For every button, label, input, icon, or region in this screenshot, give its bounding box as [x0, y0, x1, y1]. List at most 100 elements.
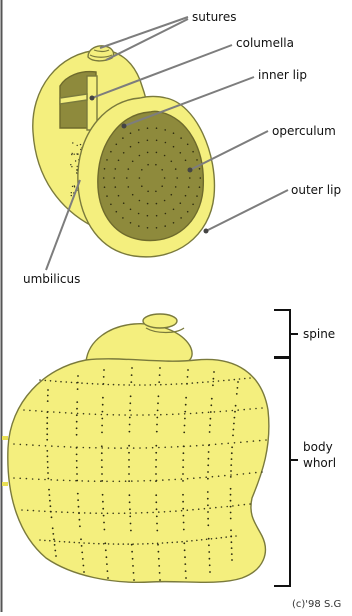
spiral-band-dot — [249, 472, 251, 474]
spiral-band-dot — [206, 539, 208, 541]
spiral-band-dot — [66, 381, 68, 383]
growth-line-dot — [50, 511, 52, 513]
growth-line-dot — [106, 556, 108, 558]
spiral-band-dot — [178, 413, 180, 415]
growth-line-dot — [147, 152, 149, 154]
growth-line-dot — [76, 408, 78, 410]
growth-line-dot — [76, 447, 78, 449]
growth-line-dot — [101, 459, 103, 461]
growth-line-dot — [132, 558, 134, 560]
growth-line-dot — [77, 499, 79, 501]
spiral-band-dot — [134, 384, 136, 386]
growth-line-dot — [103, 177, 105, 179]
spiral-band-dot — [196, 445, 198, 447]
growth-line-dot — [129, 424, 131, 426]
spiral-band-dot — [142, 414, 144, 416]
spiral-band-dot — [44, 511, 46, 513]
growth-line-dot — [233, 429, 235, 431]
spiral-band-dot — [81, 480, 83, 482]
growth-line-dot — [47, 478, 49, 480]
spiral-band-dot — [118, 543, 120, 545]
growth-line-dot — [207, 464, 209, 466]
spiral-band-dot — [261, 471, 263, 473]
spiral-band-dot — [154, 414, 156, 416]
spiral-band-dot — [234, 442, 236, 444]
growth-line-dot — [129, 516, 131, 518]
growth-line-dot — [128, 459, 130, 461]
spiral-band-dot — [108, 384, 110, 386]
spiral-band-dot — [139, 447, 141, 449]
growth-line-dot — [173, 132, 175, 134]
growth-line-dot — [155, 466, 157, 468]
spiral-band-dot — [164, 511, 166, 513]
growth-line-dot — [156, 127, 158, 129]
growth-line-dot — [55, 555, 57, 557]
umbilicus-dot — [74, 185, 75, 186]
label-umbilicus: umbilicus — [23, 272, 80, 286]
spiral-band-dot — [165, 384, 167, 386]
growth-line-dot — [103, 376, 105, 378]
growth-line-dot — [118, 195, 120, 197]
spiral-band-dot — [141, 512, 143, 514]
growth-line-dot — [158, 565, 160, 567]
growth-line-dot — [157, 410, 159, 412]
leader-outer-lip — [206, 190, 288, 231]
growth-line-dot — [139, 155, 141, 157]
spiral-band-dot — [107, 414, 109, 416]
growth-line-dot — [231, 553, 233, 555]
growth-line-dot — [199, 186, 201, 188]
spiral-band-dot — [169, 511, 171, 513]
growth-line-dot — [231, 458, 233, 460]
umbilicus-dot — [76, 172, 77, 173]
growth-line-dot — [130, 381, 132, 383]
growth-line-dot — [76, 460, 78, 462]
growth-line-dot — [230, 470, 232, 472]
spiral-band-dot — [218, 380, 220, 382]
growth-line-dot — [230, 535, 232, 537]
spiral-band-dot — [55, 511, 57, 513]
growth-line-dot — [185, 404, 187, 406]
spiral-band-dot — [152, 447, 154, 449]
growth-line-dot — [130, 530, 132, 532]
growth-line-dot — [103, 522, 105, 524]
growth-line-dot — [101, 452, 103, 454]
growth-line-dot — [184, 549, 186, 551]
growth-line-dot — [208, 551, 210, 553]
growth-line-dot — [133, 579, 135, 581]
growth-line-dot — [77, 493, 79, 495]
growth-line-dot — [110, 151, 112, 153]
spiral-band-dot — [228, 379, 230, 381]
growth-line-dot — [208, 451, 210, 453]
growth-line-dot — [164, 225, 166, 227]
growth-line-dot — [147, 215, 149, 217]
growth-line-dot — [83, 571, 85, 573]
growth-line-dot — [76, 401, 78, 403]
spiral-band-dot — [255, 472, 257, 474]
spiral-band-dot — [171, 446, 173, 448]
growth-line-dot — [76, 414, 78, 416]
growth-line-dot — [185, 570, 187, 572]
label-operculum: operculum — [272, 124, 336, 138]
growth-line-dot — [173, 146, 175, 148]
spiral-band-dot — [23, 409, 25, 411]
growth-line-dot — [131, 544, 133, 546]
growth-line-dot — [54, 544, 56, 546]
growth-line-dot — [207, 511, 209, 513]
growth-line-dot — [196, 195, 198, 197]
growth-line-dot — [155, 459, 157, 461]
spiral-band-dot — [215, 507, 217, 509]
growth-line-dot — [230, 476, 232, 478]
growth-line-dot — [105, 549, 107, 551]
spiral-band-dot — [93, 543, 95, 545]
growth-line-dot — [49, 500, 51, 502]
spiral-band-dot — [201, 539, 203, 541]
growth-line-dot — [103, 383, 105, 385]
growth-line-dot — [213, 371, 215, 373]
growth-line-dot — [101, 432, 103, 434]
spiral-band-dot — [261, 407, 263, 409]
growth-line-dot — [184, 556, 186, 558]
growth-line-dot — [196, 159, 198, 161]
growth-line-dot — [230, 529, 232, 531]
growth-line-dot — [175, 186, 177, 188]
